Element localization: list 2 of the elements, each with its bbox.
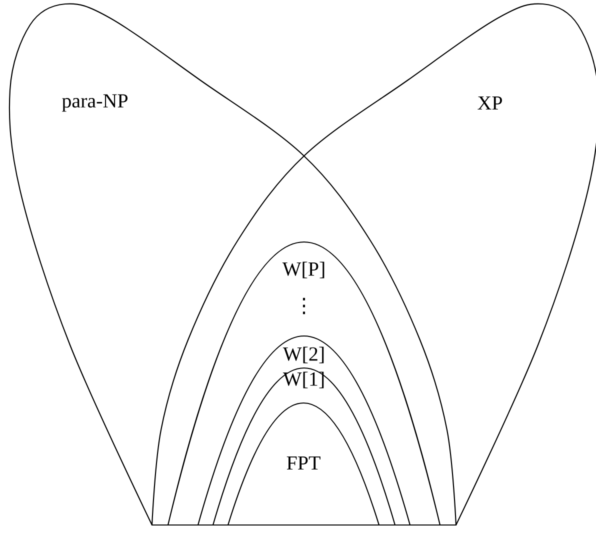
set-region: FPT bbox=[227, 402, 380, 526]
ellipsis: ⋮ bbox=[302, 298, 306, 314]
